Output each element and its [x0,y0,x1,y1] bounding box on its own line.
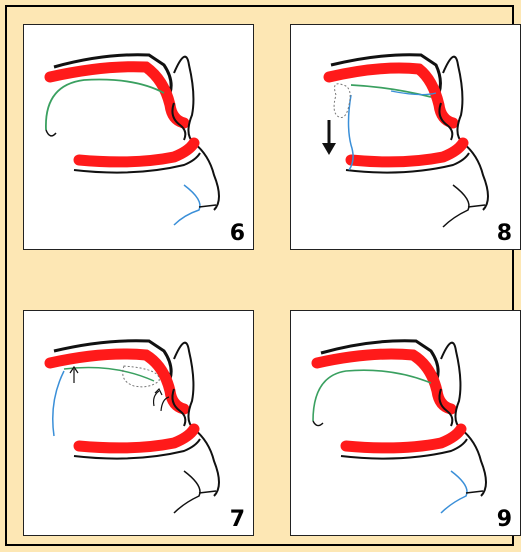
panel-6: 6 [23,24,254,250]
vocal-tract-diagram-8 [291,25,521,250]
panel-9: 9 [290,310,521,536]
panel-7: 7 [23,310,254,536]
panel-8: 8 [290,24,521,250]
vocal-tract-diagram-7 [24,311,254,536]
panel-number: 9 [497,507,512,532]
figure-frame: 6 8 [5,5,514,546]
vocal-tract-diagram-6 [24,25,254,250]
vocal-tract-diagram-9 [291,311,521,536]
panel-number: 7 [230,507,245,532]
panel-number: 8 [497,221,512,246]
panel-number: 6 [230,221,245,246]
